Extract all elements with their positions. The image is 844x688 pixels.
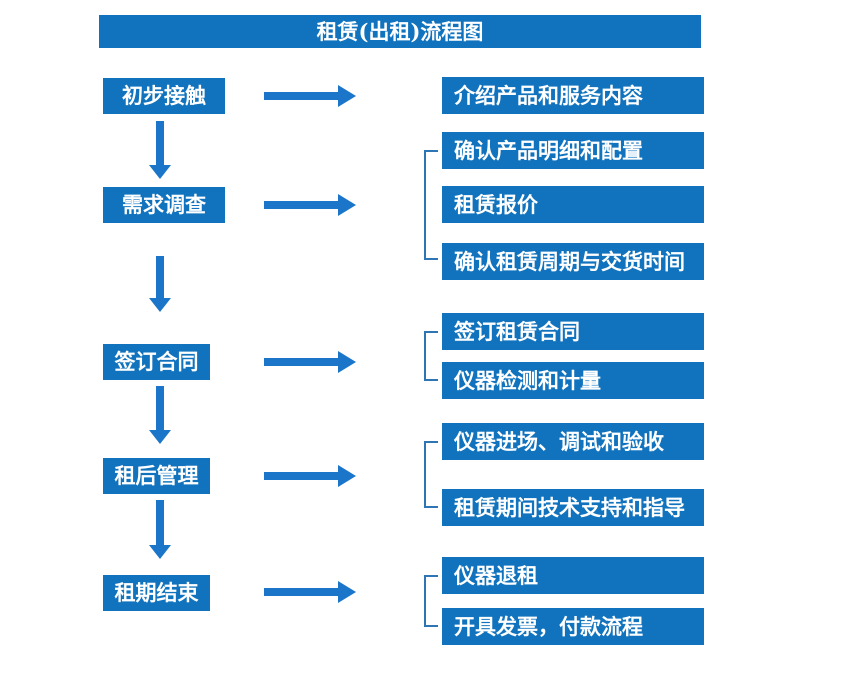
arrow-head-icon — [338, 351, 356, 373]
item-box-invoice-payment: 开具发票，付款流程 — [442, 608, 704, 645]
item-box-confirm-period: 确认租赁周期与交货时间 — [442, 243, 704, 280]
item-box-introduce-products: 介绍产品和服务内容 — [442, 77, 704, 114]
arrow-shaft — [264, 472, 338, 480]
right-arrow-5 — [264, 581, 356, 603]
step-box-initial-contact: 初步接触 — [103, 78, 225, 114]
step-box-sign-contract: 签订合同 — [103, 344, 210, 380]
arrow-head-icon — [338, 581, 356, 603]
bracket-rental-end-group — [424, 575, 438, 627]
item-box-instrument-arrival: 仪器进场、调试和验收 — [442, 423, 704, 460]
item-box-instrument-testing: 仪器检测和计量 — [442, 362, 704, 399]
arrow-shaft — [156, 121, 164, 165]
arrow-head-icon — [149, 165, 171, 179]
arrow-shaft — [264, 358, 338, 366]
right-arrow-3 — [264, 351, 356, 373]
arrow-shaft — [156, 500, 164, 545]
arrow-shaft — [264, 201, 338, 209]
arrow-head-icon — [338, 465, 356, 487]
right-arrow-4 — [264, 465, 356, 487]
arrow-head-icon — [149, 430, 171, 444]
item-box-sign-rental-contract: 签订租赁合同 — [442, 313, 704, 350]
item-box-tech-support: 租赁期间技术支持和指导 — [442, 489, 704, 526]
arrow-head-icon — [338, 85, 356, 107]
item-box-confirm-details: 确认产品明细和配置 — [442, 132, 704, 169]
arrow-head-icon — [149, 545, 171, 559]
arrow-shaft — [264, 92, 338, 100]
arrow-head-icon — [149, 298, 171, 312]
step-box-post-rental: 租后管理 — [103, 458, 210, 494]
step-box-rental-end: 租期结束 — [103, 575, 210, 611]
item-box-rental-quote: 租赁报价 — [442, 186, 704, 223]
bracket-sign-contract-group — [424, 331, 438, 381]
right-arrow-1 — [264, 85, 356, 107]
arrow-shaft — [264, 588, 338, 596]
diagram-title: 租赁(出租)流程图 — [99, 15, 701, 48]
right-arrow-2 — [264, 194, 356, 216]
item-box-instrument-return: 仪器退租 — [442, 557, 704, 594]
arrow-shaft — [156, 386, 164, 430]
arrow-head-icon — [338, 194, 356, 216]
bracket-post-rental-group — [424, 441, 438, 508]
arrow-shaft — [156, 256, 164, 298]
step-box-demand-survey: 需求调查 — [103, 187, 225, 223]
bracket-demand-survey-group — [424, 150, 438, 260]
